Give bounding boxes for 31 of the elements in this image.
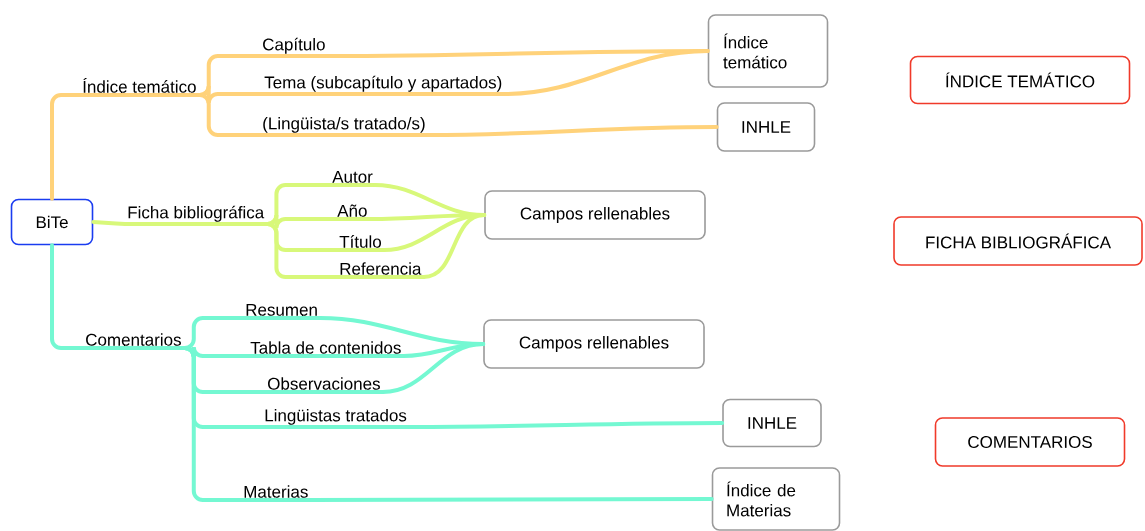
branch-label: Comentarios xyxy=(86,333,181,346)
branch-line xyxy=(380,342,486,394)
branch-label: Observaciones xyxy=(268,377,380,390)
target-box: Campos rellenables xyxy=(484,190,706,240)
section-box: ÍNDICE TEMÁTICO xyxy=(909,55,1131,105)
branch-label: (Lingüista/s tratado/s) xyxy=(263,116,425,133)
branch-line xyxy=(421,213,487,279)
branch-label: Lingüistas tratados xyxy=(265,408,407,425)
branch-label: Índice temático xyxy=(83,77,196,93)
branch-label: Tabla de contenidos xyxy=(250,341,401,354)
branch-label: Ficha bibliográfica xyxy=(128,205,265,222)
section-box: COMENTARIOS xyxy=(934,417,1126,467)
section-box: FICHA BIBLIOGRÁFICA xyxy=(893,216,1143,266)
topic-box: BiTe xyxy=(10,198,94,246)
branch-label: Referencia xyxy=(340,262,422,275)
branch-label: Materias xyxy=(244,485,308,498)
branch-label: Año xyxy=(337,204,367,217)
target-box: Campos rellenables xyxy=(483,319,705,369)
branch-label: Resumen xyxy=(246,303,317,316)
branch-label: Capítulo xyxy=(263,37,325,54)
branch-label: Título xyxy=(339,235,381,248)
branch-label: Tema (subcapítulo y apartados) xyxy=(264,75,502,92)
branch-line xyxy=(308,497,714,502)
target-box: INHLE xyxy=(722,398,822,448)
target-box: Índice de Materias xyxy=(711,467,841,531)
branch-label: Autor xyxy=(332,170,373,183)
branch-line xyxy=(407,421,725,429)
branch-line xyxy=(502,49,710,96)
target-box: Índice temático xyxy=(707,14,829,88)
target-box: INHLE xyxy=(716,102,816,152)
branch-line xyxy=(425,125,719,137)
